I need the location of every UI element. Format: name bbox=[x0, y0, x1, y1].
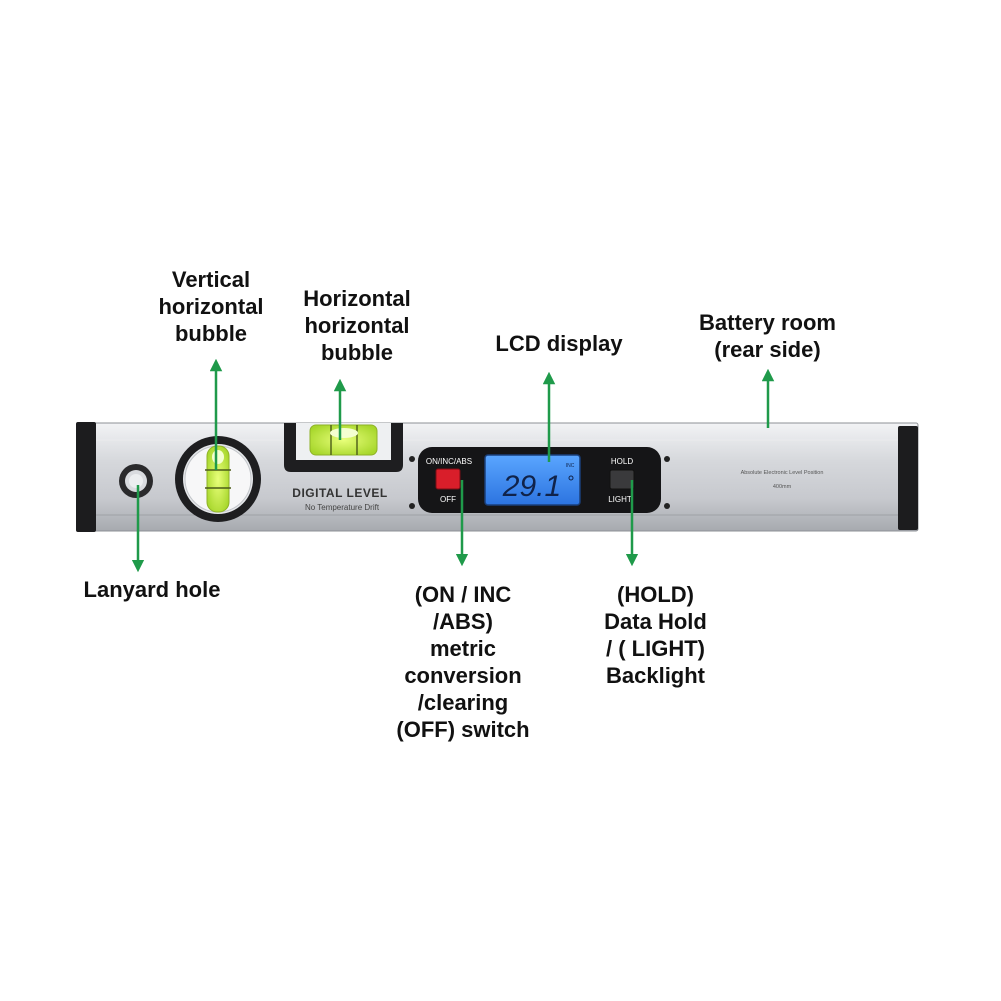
callout-line: LCD display bbox=[495, 331, 623, 356]
callout-line: Backlight bbox=[605, 663, 706, 688]
callout-vertical-bubble: Vertical horizontal bubble bbox=[141, 266, 281, 347]
callout-line: (OFF) switch bbox=[396, 717, 530, 742]
lcd-reading: 29.1 bbox=[502, 470, 561, 503]
callout-line: horizontal bbox=[158, 294, 264, 319]
callout-line: bubble bbox=[320, 340, 394, 365]
hold-button-top-label: HOLD bbox=[611, 457, 633, 466]
callout-line: horizontal bbox=[304, 313, 410, 338]
callout-line: Horizontal bbox=[303, 286, 411, 311]
callout-line: bubble bbox=[174, 321, 248, 346]
callout-battery-room: Battery room (rear side) bbox=[680, 309, 855, 363]
vertical-bubble-vial bbox=[175, 436, 261, 522]
callout-line: /ABS) bbox=[433, 609, 493, 634]
brand-subtitle: No Temperature Drift bbox=[305, 503, 380, 512]
right-end-cap bbox=[898, 426, 918, 530]
side-text-line1: Absolute Electronic Level Position bbox=[741, 470, 824, 476]
callout-line: (rear side) bbox=[714, 337, 821, 362]
brand-title: DIGITAL LEVEL bbox=[292, 486, 387, 500]
lcd-degree-icon bbox=[568, 475, 574, 481]
callout-line: conversion bbox=[404, 663, 522, 688]
callout-line: (HOLD) bbox=[617, 582, 694, 607]
side-text-line2: 400mm bbox=[773, 484, 792, 490]
hold-light-button[interactable] bbox=[609, 469, 635, 490]
callout-lcd-display: LCD display bbox=[474, 330, 644, 357]
on-button-top-label: ON/INC/ABS bbox=[426, 457, 472, 466]
callout-line: /clearing bbox=[417, 690, 509, 715]
on-button-bottom-label: OFF bbox=[440, 495, 456, 504]
lcd-mode-indicator: INC bbox=[566, 463, 575, 469]
horizontal-bubble-vial bbox=[284, 423, 403, 472]
callout-line: Battery room bbox=[699, 310, 836, 335]
callout-line: (ON / INC bbox=[414, 582, 512, 607]
callout-line: Vertical bbox=[171, 267, 251, 292]
lanyard-hole bbox=[119, 464, 153, 498]
lcd-display bbox=[484, 454, 581, 506]
callout-line: / ( LIGHT) bbox=[606, 636, 705, 661]
hold-button-bottom-label: LIGHT bbox=[608, 495, 632, 504]
callout-line: metric bbox=[429, 636, 497, 661]
callout-line: Data Hold bbox=[604, 609, 707, 634]
callout-lanyard-hole: Lanyard hole bbox=[62, 576, 242, 603]
left-end-cap bbox=[76, 422, 96, 532]
callout-on-inc-abs: (ON / INC /ABS) metric conversion /clear… bbox=[378, 581, 548, 743]
callout-line: Lanyard hole bbox=[83, 577, 221, 602]
on-inc-abs-button[interactable] bbox=[435, 468, 461, 490]
callout-hold-light: (HOLD) Data Hold / ( LIGHT) Backlight bbox=[578, 581, 733, 689]
callout-horizontal-bubble: Horizontal horizontal bubble bbox=[282, 285, 432, 366]
